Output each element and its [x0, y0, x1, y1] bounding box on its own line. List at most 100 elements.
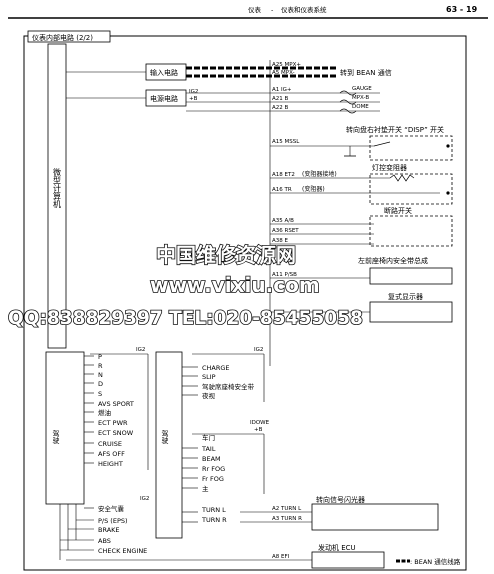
breaker-box	[369, 215, 453, 247]
pin-a5: A5 MPX-	[272, 70, 295, 76]
multi-display-label: 复式显示器	[388, 292, 423, 301]
indicator-d: D	[98, 380, 103, 388]
frame-title: 仪表内部电路 (2/2)	[32, 33, 93, 42]
watermark-line2: www.vixiu.com	[150, 273, 320, 297]
pin-a18: A18 ET2	[272, 172, 295, 178]
indicator-p: P	[98, 353, 102, 361]
mid-turn-list: TURN L TURN R	[201, 506, 227, 524]
mid-fr-fog: Fr FOG	[202, 475, 224, 483]
left-indicator-list: P R N D S AVS SPORT 燃油 ECT PWR ECT SNOW …	[98, 353, 134, 468]
multi-display-box	[369, 301, 453, 323]
mid-charge: CHARGE	[202, 364, 230, 372]
pin-a1: A1 IG+	[272, 87, 292, 93]
left-indicator-wires	[84, 355, 94, 464]
breaker-label: 断路开关	[384, 206, 412, 215]
indicator-cruise: CRUISE	[98, 440, 122, 448]
pin-a16-note: (变阻器)	[302, 185, 325, 193]
ig2-mid-label: IG2	[254, 347, 263, 353]
mid-main: 主	[202, 484, 209, 493]
fuse-mpx-b: MPX-B	[352, 95, 369, 101]
fuse-dome: DOME	[352, 104, 369, 110]
mid-seatbelt: 驾驶席座椅安全带	[202, 382, 255, 391]
pin-labels: A25 MPX+ A5 MPX- A1 IG+ A21 B A22 B A15 …	[272, 62, 337, 278]
mid-night-view: 夜视	[202, 391, 216, 400]
disp-switch-label: 转向盘右衬垫开关 “DISP” 开关	[346, 125, 444, 134]
warning-check-engine: CHECK ENGINE	[98, 547, 147, 555]
driver-mid-box	[155, 351, 183, 539]
power-circuit-label: 电源电路	[150, 94, 178, 103]
engine-ecu-box	[311, 551, 385, 569]
pin-a25: A25 MPX+	[272, 62, 301, 68]
mid-top-list: CHARGE SLIP 驾驶席座椅安全带 夜视	[202, 364, 255, 400]
bean-label: 转到 BEAN 通信	[340, 68, 392, 77]
input-circuit-label: 输入电路	[150, 68, 178, 77]
disp-switch-box	[369, 135, 453, 161]
warning-eps: P/S (EPS)	[98, 517, 128, 525]
driver-left-label: 驾驶	[52, 429, 60, 445]
indicator-fuel: 燃油	[98, 408, 111, 417]
header-section: 仪表	[248, 5, 262, 14]
pin-a38: A38 E	[272, 238, 289, 244]
pin-a2: A2 TURN L	[272, 506, 302, 512]
frame-title-box	[27, 30, 111, 43]
left-warning-list: 安全气囊 P/S (EPS) BRAKE ABS CHECK ENGINE	[98, 504, 147, 555]
pin-a11: A11 P/SB	[272, 272, 297, 278]
diagram-frame	[23, 35, 467, 571]
power-plus-b: +B	[189, 96, 198, 102]
indicator-s: S	[98, 390, 102, 398]
indicator-ect-snow: ECT SNOW	[98, 429, 134, 437]
turn-flasher-box	[311, 503, 439, 531]
pin-a3: A3 TURN R	[272, 516, 302, 522]
indicator-n: N	[98, 371, 103, 379]
fuse-gauge: GAUGE	[352, 86, 372, 92]
indicator-afs-off: AFS OFF	[98, 450, 125, 458]
pin-a16: A16 TR	[272, 187, 292, 193]
mid-tail: TAIL	[201, 445, 216, 453]
pin-a22: A22 B	[272, 105, 289, 111]
legend-text: : BEAN 通信线路	[410, 557, 461, 566]
header-title: 仪表和仪表系统	[281, 5, 327, 14]
mid-beam: BEAM	[202, 455, 221, 463]
micro-computer-box	[47, 43, 67, 349]
engine-ecu-label: 发动机 ECU	[318, 543, 356, 552]
seatbelt-box	[369, 267, 453, 285]
micro-computer-label: 微型计算机	[53, 167, 62, 209]
header-dash: -	[271, 6, 274, 14]
warning-brake: BRAKE	[98, 526, 120, 534]
seatbelt-label: 左前座椅内安全带总成	[358, 256, 428, 265]
dimmer-box	[369, 173, 453, 205]
dimmer-label: 灯控变阻器	[372, 163, 407, 172]
warning-abs: ABS	[98, 537, 111, 545]
pin-a18-note: (变阻器接地)	[302, 170, 337, 178]
idowe-plus-b: +B	[254, 427, 263, 433]
idowe-label: IDOWE	[250, 420, 270, 426]
ig2-left-label: IG2	[136, 347, 145, 353]
page-number: 63 - 19	[446, 5, 478, 14]
pin-a36: A36 RSET	[272, 228, 299, 234]
power-ig2: IG2	[189, 89, 198, 95]
warning-airbag: 安全气囊	[98, 504, 125, 513]
ig2-bottom-label: IG2	[140, 496, 149, 502]
driver-mid-label: 驾驶	[161, 429, 169, 445]
indicator-r: R	[98, 362, 103, 370]
mid-rr-fog: Rr FOG	[202, 465, 225, 473]
mid-turn-l: TURN L	[201, 506, 226, 514]
mid-door: 车门	[202, 433, 215, 442]
mid-bottom-list: 车门 TAIL BEAM Rr FOG Fr FOG 主	[201, 433, 225, 493]
pin-a35: A35 A/B	[272, 218, 294, 224]
indicator-avs-sport: AVS SPORT	[98, 400, 134, 408]
mid-slip: SLIP	[202, 373, 216, 381]
resistor-icon	[389, 174, 415, 182]
pin-a8: A8 EFI	[272, 554, 290, 560]
watermark-line1: 中国维修资源网	[156, 243, 296, 267]
indicator-height: HEIGHT	[98, 460, 123, 468]
indicator-ect-pwr: ECT PWR	[98, 419, 128, 427]
mid-turn-r: TURN R	[201, 516, 227, 524]
pin-a15: A15 MSSL	[272, 139, 300, 145]
turn-flasher-label: 转向信号闪光器	[316, 495, 365, 504]
pin-a21: A21 B	[272, 96, 289, 102]
driver-left-box	[45, 351, 85, 505]
watermark-line3: QQ:838829397 TEL:020-85455058	[8, 308, 363, 329]
